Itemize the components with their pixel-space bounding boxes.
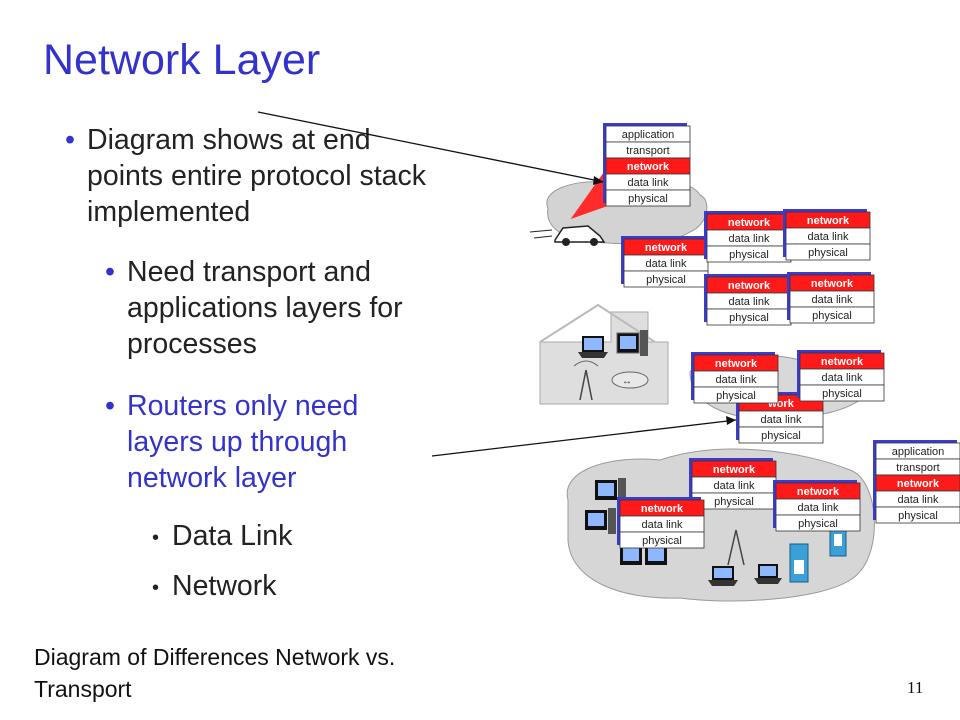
- laptop-icon: [754, 564, 782, 584]
- layer-label-data-link: data link: [822, 372, 863, 384]
- bullet-dot: •: [105, 390, 115, 422]
- server-icon: [789, 543, 809, 583]
- layer-label-network: network: [807, 215, 850, 227]
- layer-box: [738, 426, 824, 444]
- slide-title: Network Layer: [43, 36, 321, 84]
- bullet-1-text: Diagram shows at end points entire proto…: [87, 124, 427, 228]
- layer-label-network: network: [811, 278, 854, 290]
- arrow-to-router-stack: [431, 416, 737, 457]
- router-stack: network data link physical: [621, 236, 709, 288]
- desktop-computer-icon: [616, 330, 648, 356]
- layer-box: [785, 243, 871, 261]
- layer-label-network: network: [897, 478, 940, 490]
- bullet-2-text: Need transport and applications layers f…: [127, 256, 403, 360]
- layer-label-physical: physical: [808, 247, 848, 259]
- page-number: 11: [907, 678, 924, 697]
- laptop-icon: [578, 336, 608, 358]
- layer-label-network: network: [728, 217, 771, 229]
- layer-label-physical: physical: [822, 388, 862, 400]
- layer-label-physical: physical: [714, 496, 754, 508]
- router-icon: ↔: [611, 371, 649, 389]
- layer-label-network: network: [728, 280, 771, 292]
- protocol-stacks: application transport network data link phys…: [603, 123, 960, 549]
- bullet-2: • Need transport and applications layers…: [105, 254, 472, 362]
- router-stack: network data link physical: [773, 480, 861, 532]
- layer-label-network: network: [797, 486, 840, 498]
- layer-label-physical: physical: [646, 274, 686, 286]
- layer-label-data-link: data link: [714, 480, 755, 492]
- layer-label-physical: physical: [628, 193, 668, 205]
- layer-label-physical: physical: [642, 535, 682, 547]
- layer-box: [875, 506, 960, 524]
- bullet-dot: •: [65, 124, 75, 156]
- arrow-to-end-system-stack: [257, 111, 605, 185]
- layer-label-data-link: data link: [646, 258, 687, 270]
- layer-label-physical: physical: [812, 310, 852, 322]
- router-stack: network data link physical: [797, 350, 885, 402]
- layer-label-network: network: [645, 242, 688, 254]
- layer-label-network: network: [713, 464, 756, 476]
- bullet-4: • Data Link: [152, 518, 293, 554]
- router-stack: network data link physical: [691, 352, 779, 404]
- bullet-dot: •: [152, 527, 160, 549]
- layer-box: [619, 531, 705, 549]
- bullet-dot: •: [152, 577, 160, 599]
- slide-caption: Diagram of Differences Network vs. Trans…: [34, 644, 396, 702]
- end-system-stack-bottom: application transport network data link phys…: [873, 440, 960, 524]
- router-stack: network data link physical: [704, 211, 792, 263]
- layer-box: [799, 384, 885, 402]
- desktop-computer-icon: [620, 545, 667, 565]
- bullet-1: • Diagram shows at end points entire pro…: [65, 122, 432, 230]
- svg-text:↔: ↔: [622, 376, 632, 387]
- laptop-icon: [708, 566, 738, 586]
- layer-label-data-link: data link: [729, 233, 770, 245]
- layer-label-data-link: data link: [729, 296, 770, 308]
- car-icon: [529, 225, 606, 246]
- layer-label-physical: physical: [729, 312, 769, 324]
- layer-label-data-link: data link: [808, 231, 849, 243]
- layer-label-network: network: [641, 503, 684, 515]
- layer-label-data-link: data link: [628, 177, 669, 189]
- layer-label-physical: physical: [798, 518, 838, 530]
- layer-label-data-link: data link: [761, 414, 802, 426]
- bullet-dot: •: [105, 256, 115, 288]
- router-stack: network data link physical: [704, 274, 792, 326]
- layer-label-physical: physical: [898, 510, 938, 522]
- layer-label-data-link: data link: [642, 519, 683, 531]
- layer-label-network: network: [821, 356, 864, 368]
- bullet-3: • Routers only need layers up through ne…: [105, 388, 427, 496]
- layer-label-physical: physical: [729, 249, 769, 261]
- layer-label-transport: transport: [896, 462, 939, 474]
- desktop-computer-icon: [585, 508, 616, 534]
- layer-label-data-link: data link: [798, 502, 839, 514]
- desktop-computer-icon: [595, 478, 626, 504]
- end-system-stack-top: application transport network data link phys…: [603, 123, 691, 207]
- layer-label-data-link: data link: [812, 294, 853, 306]
- bullet-5: • Network: [152, 568, 277, 604]
- wireless-tower-icon: [727, 529, 745, 566]
- house-roof-icon: [539, 303, 656, 343]
- layer-label-application: application: [892, 446, 945, 458]
- layer-box: [775, 514, 861, 532]
- layer-box: [605, 189, 691, 207]
- wireless-tower-icon: [573, 360, 599, 401]
- router-stack: network data link physical: [787, 272, 875, 324]
- layer-label-data-link: data link: [716, 374, 757, 386]
- layer-label-network: network: [715, 358, 758, 370]
- router-stack: network data link physical: [689, 458, 777, 510]
- router-stack: network data link physical: [617, 497, 705, 549]
- layer-box: [693, 386, 779, 404]
- layer-label-data-link: data link: [898, 494, 939, 506]
- layer-box: [789, 306, 875, 324]
- bullet-4-text: Data Link: [172, 520, 293, 552]
- router-stack: network data link physical: [783, 209, 871, 261]
- layer-label-network: network: [627, 161, 670, 173]
- layer-label-transport: transport: [626, 145, 669, 157]
- layer-label-physical: physical: [716, 390, 756, 402]
- layer-label-physical: physical: [761, 430, 801, 442]
- layer-label-application: application: [622, 129, 675, 141]
- bullet-5-text: Network: [172, 570, 277, 602]
- bullet-3-text: Routers only need layers up through netw…: [127, 390, 359, 494]
